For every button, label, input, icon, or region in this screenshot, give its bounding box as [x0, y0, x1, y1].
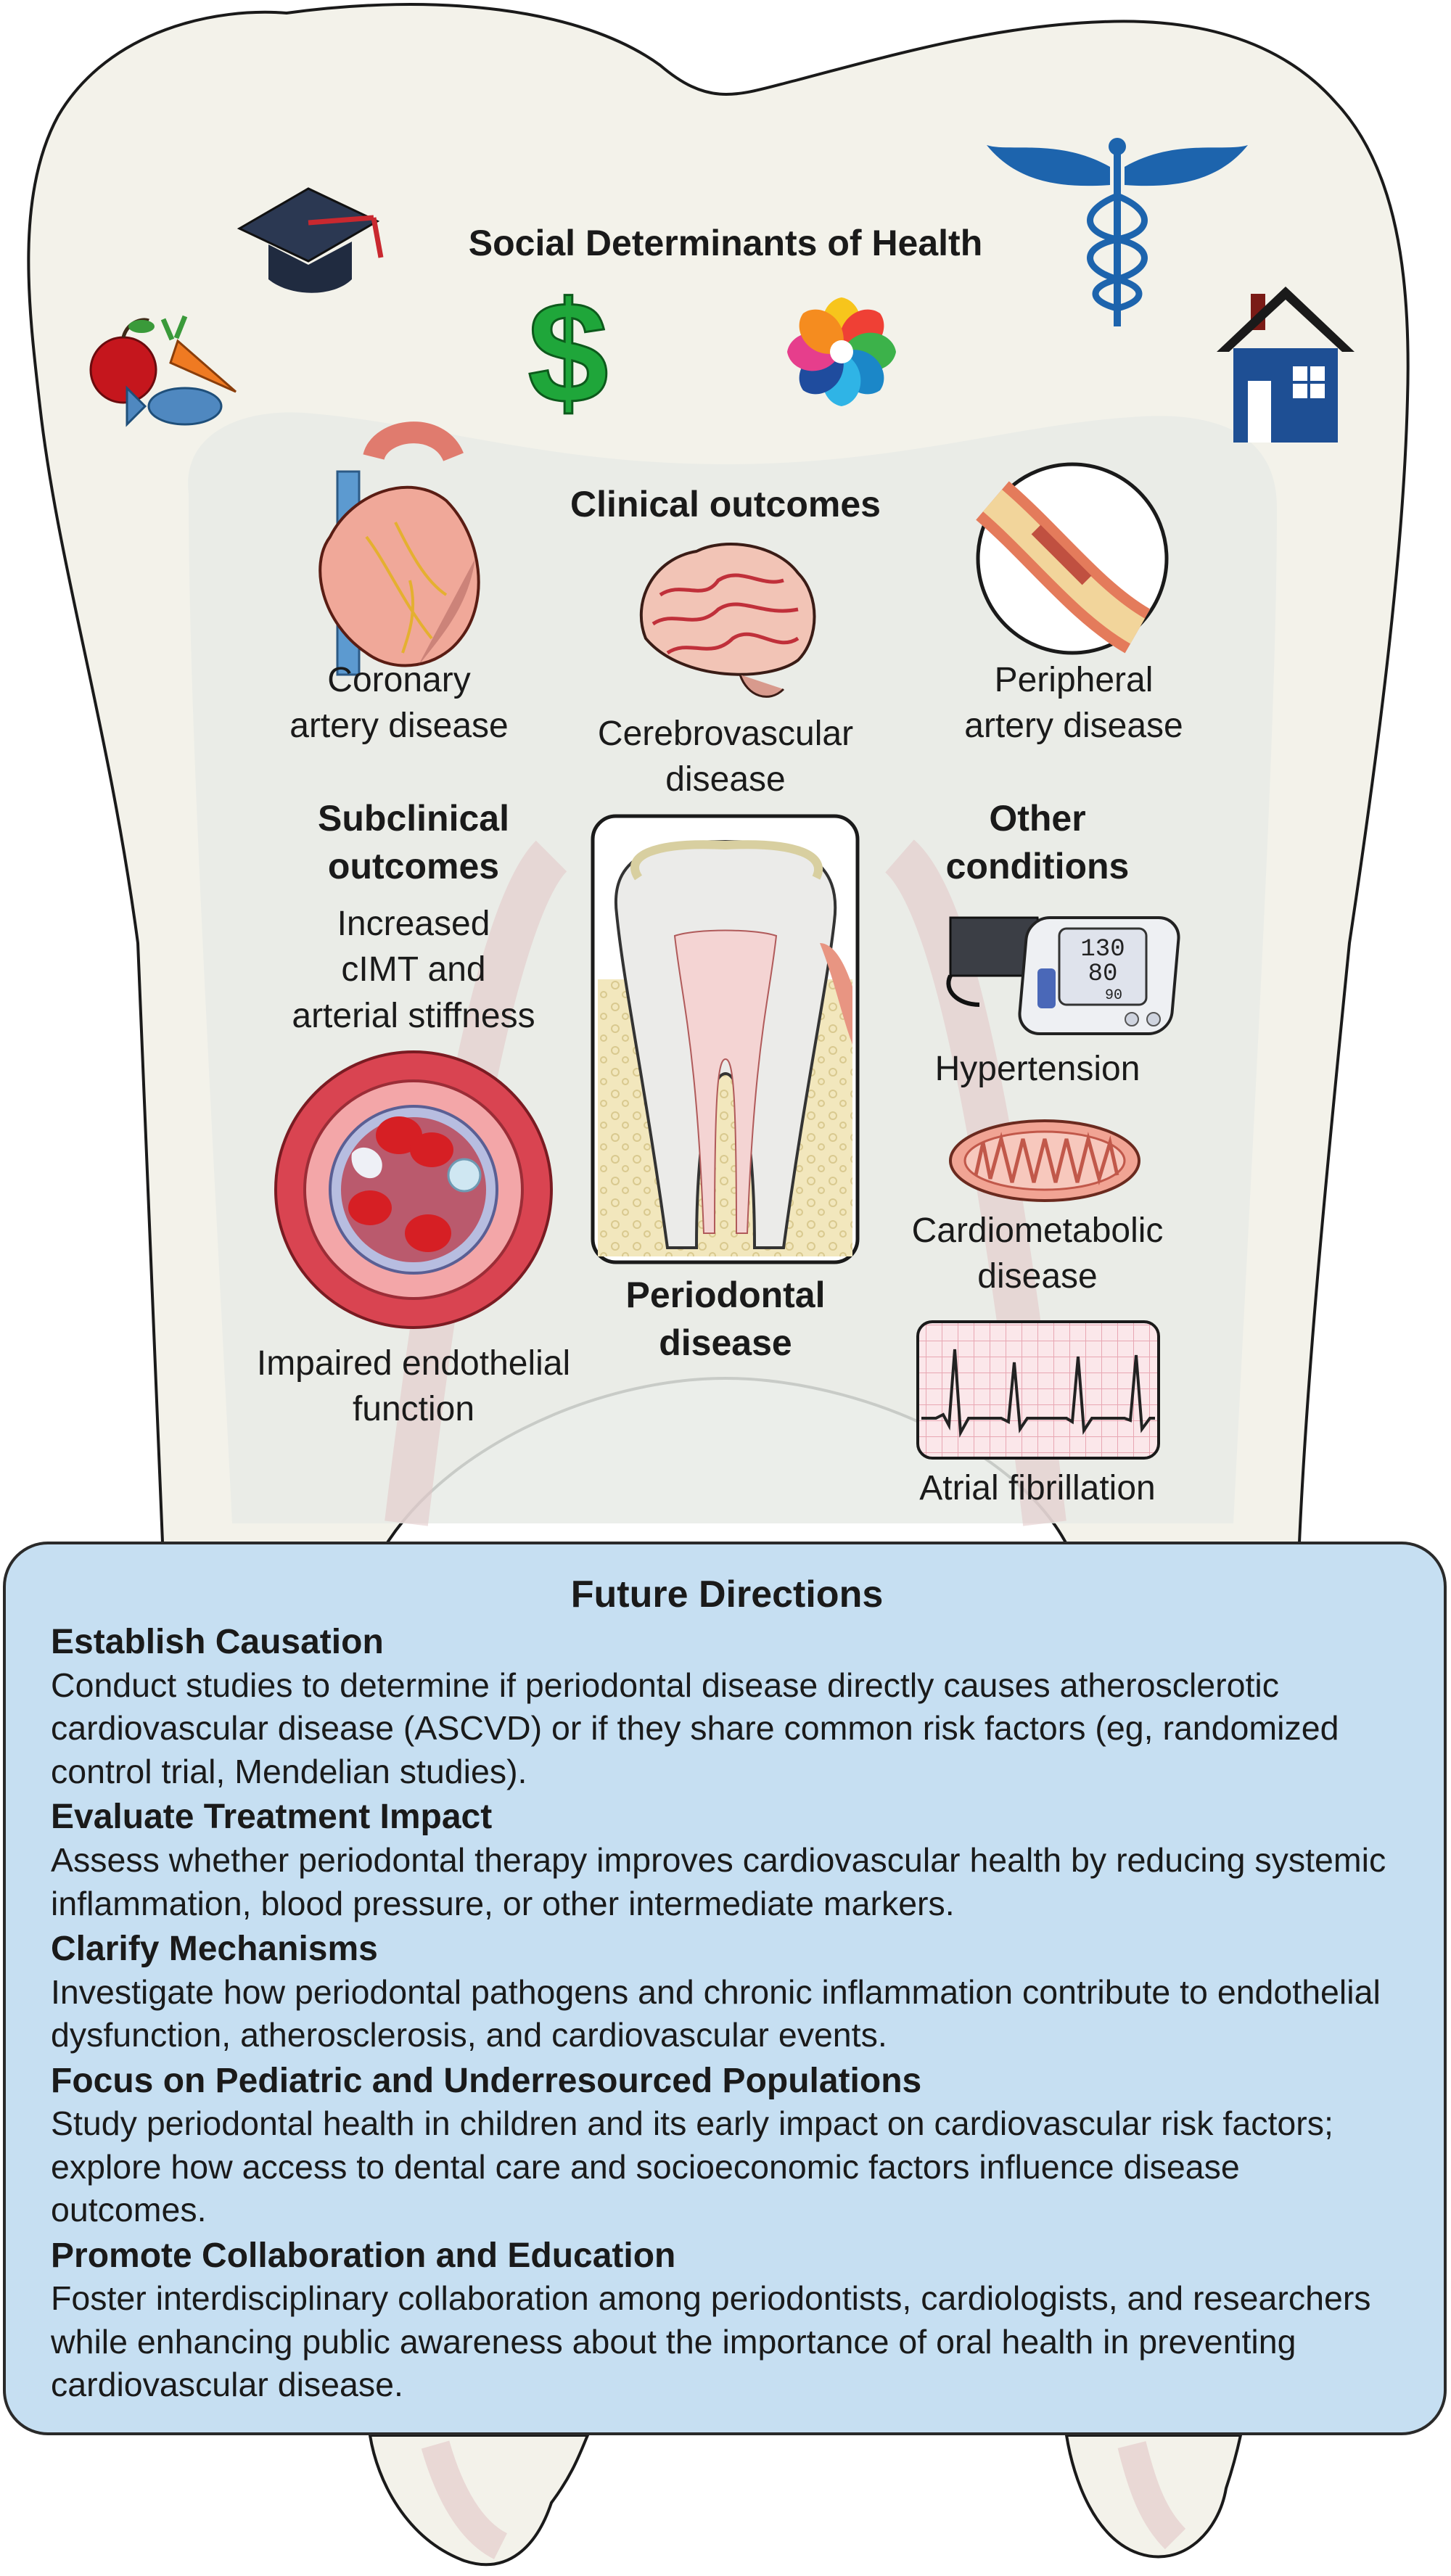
bp-systolic: 130 [1080, 936, 1125, 963]
future-item-body: Foster interdisciplinary collaboration a… [51, 2279, 1371, 2404]
future-item: Evaluate Treatment Impact Assess whether… [51, 1796, 1403, 1925]
future-item-heading: Focus on Pediatric and Underresourced Po… [51, 2061, 922, 2100]
caduceus-icon [987, 138, 1248, 326]
artery-plaque-icon [976, 462, 1169, 655]
house-icon [1217, 287, 1355, 443]
graduation-cap-icon [237, 187, 384, 293]
future-directions-title: Future Directions [570, 1573, 884, 1616]
future-directions-panel: Future Directions Establish Causation Co… [3, 1542, 1447, 2435]
future-item: Focus on Pediatric and Underresourced Po… [51, 2060, 1403, 2232]
brain-icon [639, 543, 816, 698]
atrial-fibrillation-label: Atrial fibrillation [919, 1469, 1156, 1507]
dollar-sign-icon: $ [527, 272, 608, 434]
future-item-body: Study periodontal health in children and… [51, 2104, 1333, 2229]
bp-diastolic: 80 [1088, 960, 1118, 988]
future-item-body: Investigate how periodontal pathogens an… [51, 1972, 1381, 2054]
heart-icon [318, 421, 480, 676]
ecg-icon [916, 1320, 1160, 1460]
future-item: Establish Causation Conduct studies to d… [51, 1621, 1403, 1793]
future-item-heading: Clarify Mechanisms [51, 1930, 378, 1969]
mitochondrion-icon [949, 1119, 1140, 1202]
artery-cross-section-icon [274, 1050, 553, 1329]
future-item: Clarify Mechanisms Investigate how perio… [51, 1928, 1403, 2057]
tooth-cross-section-icon [591, 814, 860, 1264]
sdoh-title: Social Determinants of Health [468, 223, 983, 263]
future-item-body: Conduct studies to determine if periodon… [51, 1666, 1339, 1790]
blood-pressure-monitor-icon: 130 80 90 [946, 916, 1180, 1035]
future-item: Promote Collaboration and Education Fost… [51, 2235, 1403, 2407]
hypertension-label: Hypertension [934, 1050, 1140, 1088]
future-item-heading: Establish Causation [51, 1623, 384, 1662]
future-item-heading: Promote Collaboration and Education [51, 2236, 676, 2275]
clinical-outcomes-title: Clinical outcomes [570, 484, 881, 524]
food-icon [89, 315, 237, 427]
community-icon [787, 297, 896, 406]
future-item-body: Assess whether periodontal therapy impro… [51, 1841, 1386, 1922]
bp-pulse: 90 [1105, 987, 1122, 1004]
tooth-root-left [368, 2434, 591, 2567]
future-item-heading: Evaluate Treatment Impact [51, 1798, 493, 1837]
